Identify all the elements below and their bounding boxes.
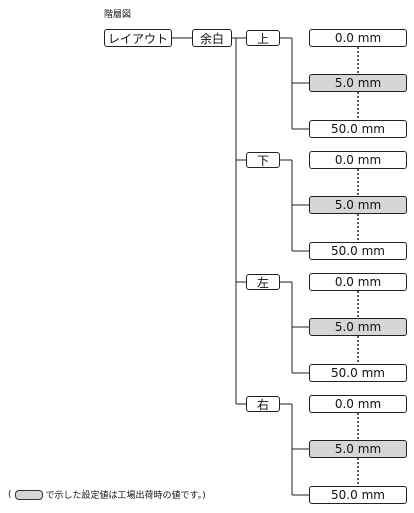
value-top-0: 0.0 mm [309, 29, 407, 47]
value-left-2: 50.0 mm [309, 364, 407, 382]
legend-note: ( で示した設定値は工場出荷時の値です。) [8, 488, 206, 501]
value-bottom-0: 0.0 mm [309, 151, 407, 169]
value-left-1: 5.0 mm [309, 318, 407, 336]
node-margin: 余白 [192, 29, 232, 47]
diagram-title: 階層図 [104, 10, 132, 20]
value-left-0: 0.0 mm [309, 273, 407, 291]
legend-open-paren: ( [8, 489, 12, 500]
node-top: 上 [246, 30, 280, 46]
value-right-0: 0.0 mm [309, 395, 407, 413]
legend-default-swatch [14, 489, 43, 500]
value-top-1: 5.0 mm [309, 74, 407, 92]
value-right-2: 50.0 mm [309, 486, 407, 504]
value-right-1: 5.0 mm [309, 440, 407, 458]
legend-text: で示した設定値は工場出荷時の値です。) [45, 491, 206, 501]
value-top-2: 50.0 mm [309, 120, 407, 138]
node-bottom: 下 [246, 152, 280, 168]
node-right: 右 [246, 396, 280, 412]
node-left: 左 [246, 274, 280, 290]
value-bottom-1: 5.0 mm [309, 196, 407, 214]
value-bottom-2: 50.0 mm [309, 242, 407, 260]
root-node-layout: レイアウト [104, 29, 172, 47]
